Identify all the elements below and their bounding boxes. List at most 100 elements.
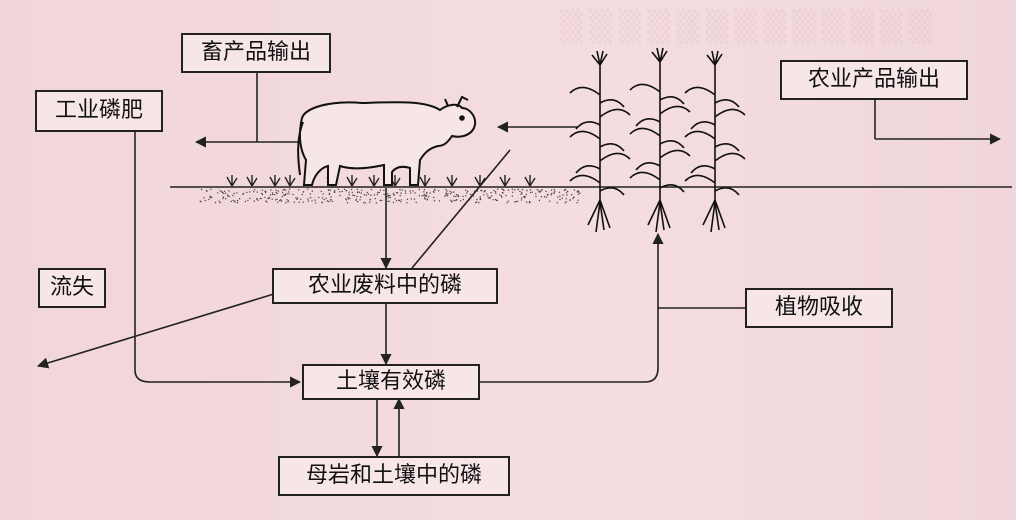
soil-dot	[544, 196, 545, 197]
soil-dot	[348, 198, 349, 199]
soil-dot	[376, 202, 377, 203]
soil-dot	[565, 202, 566, 203]
soil-dot	[566, 198, 567, 199]
soil-dot	[411, 198, 412, 199]
soil-dot	[465, 195, 466, 196]
soil-dot	[554, 189, 555, 190]
soil-dot	[386, 201, 387, 202]
soil-dot	[470, 198, 471, 199]
soil-dot	[424, 189, 425, 190]
soil-dot	[338, 189, 339, 190]
soil-dot	[396, 200, 397, 201]
cow-icon	[298, 97, 475, 185]
soil-dot	[249, 198, 250, 199]
soil-dot	[421, 195, 422, 196]
soil-dot	[356, 196, 357, 197]
soil-dot	[550, 194, 551, 195]
soil-dot	[208, 199, 209, 200]
soil-dot	[359, 192, 360, 193]
soil-dot	[453, 196, 454, 197]
soil-dot	[574, 189, 575, 190]
box-industrial-fertilizer: 工业磷肥	[35, 90, 163, 132]
soil-dot	[425, 196, 426, 197]
soil-dot	[515, 201, 516, 202]
soil-dot	[455, 196, 456, 197]
soil-dot	[545, 191, 546, 192]
soil-dot	[571, 194, 572, 195]
soil-dot	[346, 190, 347, 191]
grass-tuft	[347, 175, 357, 186]
soil-dot	[572, 198, 573, 199]
soil-dot	[518, 189, 519, 190]
soil-dot	[514, 189, 515, 190]
soil-dot	[480, 196, 481, 197]
soil-dot	[329, 193, 330, 194]
grass-tuft	[369, 175, 379, 186]
soil-dot	[405, 193, 406, 194]
soil-dot	[439, 200, 440, 201]
soil-dot	[402, 189, 403, 190]
soil-dot	[579, 193, 580, 194]
soil-dot	[277, 193, 278, 194]
soil-dot	[553, 192, 554, 193]
soil-dot	[370, 199, 371, 200]
soil-dot	[288, 191, 289, 192]
soil-dot	[257, 200, 258, 201]
soil-dot	[566, 192, 567, 193]
box-livestock-output: 畜产品输出	[181, 33, 331, 73]
soil-dot	[278, 190, 279, 191]
soil-dot	[264, 197, 265, 198]
soil-dot	[547, 194, 548, 195]
soil-dot	[446, 192, 447, 193]
soil-dot	[502, 192, 503, 193]
soil-dot	[410, 192, 411, 193]
soil-dot	[330, 196, 331, 197]
soil-dot	[497, 188, 498, 189]
soil-dot	[428, 196, 429, 197]
soil-dot	[307, 198, 308, 199]
soil-dot	[366, 195, 367, 196]
soil-dot	[274, 194, 275, 195]
soil-dot	[215, 202, 216, 203]
soil-dot	[227, 195, 228, 196]
soil-dot	[288, 200, 289, 201]
soil-dot	[282, 196, 283, 197]
soil-dot	[254, 189, 255, 190]
soil-dot	[520, 193, 521, 194]
soil-dot	[562, 198, 563, 199]
soil-dot	[237, 200, 238, 201]
soil-dot	[339, 191, 340, 192]
soil-dot	[375, 198, 376, 199]
soil-dot	[227, 194, 228, 195]
soil-dot	[262, 190, 263, 191]
soil-dot	[412, 190, 413, 191]
soil-dot	[357, 201, 358, 202]
soil-dot	[397, 192, 398, 193]
soil-dot	[237, 202, 238, 203]
soil-dot	[265, 201, 266, 202]
soil-dot	[524, 197, 525, 198]
soil-dot	[458, 196, 459, 197]
soil-dot	[427, 199, 428, 200]
soil-dot	[298, 189, 299, 190]
soil-dot	[551, 190, 552, 191]
soil-dot	[401, 199, 402, 200]
soil-dot	[388, 195, 389, 196]
soil-dot	[286, 199, 287, 200]
soil-dot	[463, 199, 464, 200]
soil-dot	[396, 192, 397, 193]
soil-dot	[282, 192, 283, 193]
soil-dot	[387, 193, 388, 194]
soil-dot	[276, 190, 277, 191]
soil-dot	[380, 189, 381, 190]
soil-dot	[505, 195, 506, 196]
corn-plant	[570, 51, 630, 232]
soil-dot	[200, 201, 201, 202]
soil-dot	[342, 191, 343, 192]
soil-dot	[380, 200, 381, 201]
soil-dot	[228, 190, 229, 191]
soil-dot	[224, 191, 225, 192]
soil-dot	[535, 193, 536, 194]
soil-dot	[205, 200, 206, 201]
soil-dot	[312, 190, 313, 191]
